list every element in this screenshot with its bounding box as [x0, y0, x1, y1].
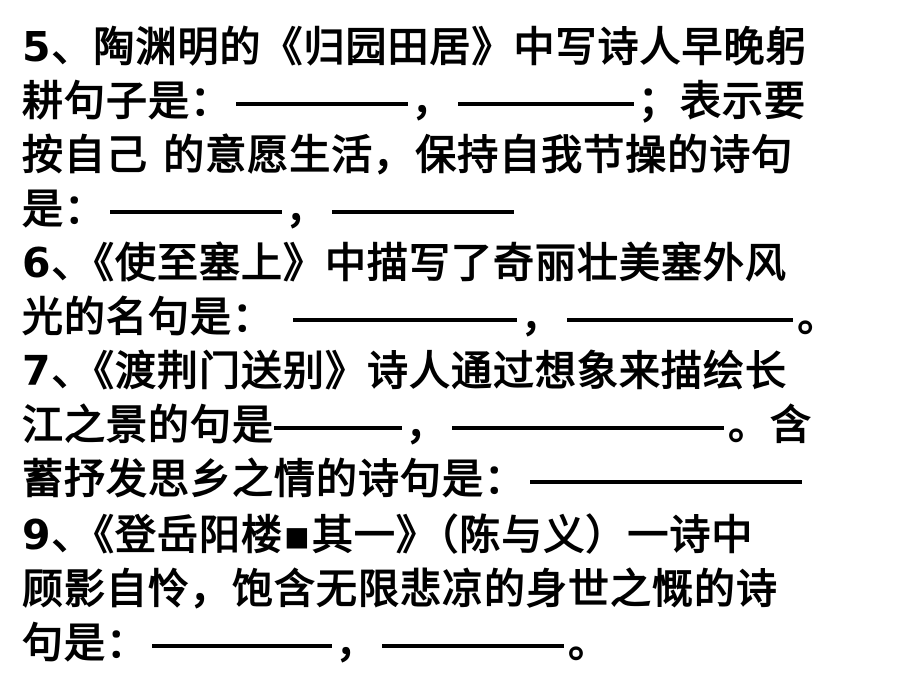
question-7-line-3: 蓄抒发思乡之情的诗句是：: [22, 452, 806, 506]
text: 6、《使至塞上》中描写了奇丽壮美塞外风: [22, 239, 788, 287]
answer-blank: [452, 426, 724, 430]
text: 。: [797, 293, 840, 341]
answer-blank: [382, 644, 564, 648]
question-5-line-4: 是： ，: [22, 182, 518, 236]
answer-blank: [152, 644, 332, 648]
text: ，: [286, 185, 328, 233]
text: ，: [336, 619, 378, 667]
answer-blank: [530, 480, 802, 484]
answer-blank: [110, 210, 282, 214]
question-9-line-3: 句是： ， 。: [22, 616, 610, 670]
text: ，: [406, 401, 448, 449]
question-9-line-2: 顾影自怜，饱含无限悲凉的身世之慨的诗: [22, 562, 778, 616]
answer-blank: [293, 318, 518, 322]
question-9-line-1: 9、《登岳阳楼▪其一》（陈与义）一诗中: [22, 508, 753, 562]
text: 9、《登岳阳楼▪其一》（陈与义）一诗中: [22, 511, 754, 559]
text: 。: [568, 619, 610, 667]
text: 光的名句是：: [22, 293, 290, 341]
question-5-line-3: 按自己 的意愿生活，保持自我节操的诗句: [22, 128, 793, 182]
text: ；表示要: [638, 77, 806, 125]
text: 江之景的句是: [22, 401, 274, 449]
text: 耕句子是：: [22, 77, 232, 125]
answer-blank: [458, 102, 634, 106]
answer-blank: [332, 210, 514, 214]
question-5-line-1: 5、陶渊明的《归园田居》中写诗人早晚躬: [22, 20, 808, 74]
text: 7、《渡荆门送别》诗人通过想象来描绘长: [22, 347, 788, 395]
question-7-line-2: 江之景的句是 ， 。含: [22, 398, 812, 452]
text: 是：: [22, 185, 106, 233]
text: 5、陶渊明的《归园田居》中写诗人早晚躬: [22, 23, 808, 71]
answer-blank: [274, 426, 402, 430]
text: ，: [521, 293, 564, 341]
question-7-line-1: 7、《渡荆门送别》诗人通过想象来描绘长: [22, 344, 787, 398]
text: 。含: [728, 401, 812, 449]
text: 句是：: [22, 619, 148, 667]
question-6-line-2: 光的名句是： ， 。: [22, 290, 839, 344]
text: 按自己 的意愿生活，保持自我节操的诗句: [22, 131, 794, 179]
answer-blank: [567, 318, 794, 322]
question-5-line-2: 耕句子是： ， ；表示要: [22, 74, 806, 128]
answer-blank: [236, 102, 408, 106]
text: 顾影自怜，饱含无限悲凉的身世之慨的诗: [22, 565, 778, 613]
question-6-line-1: 6、《使至塞上》中描写了奇丽壮美塞外风: [22, 236, 787, 290]
text: 蓄抒发思乡之情的诗句是：: [22, 455, 526, 503]
text: ，: [412, 77, 454, 125]
